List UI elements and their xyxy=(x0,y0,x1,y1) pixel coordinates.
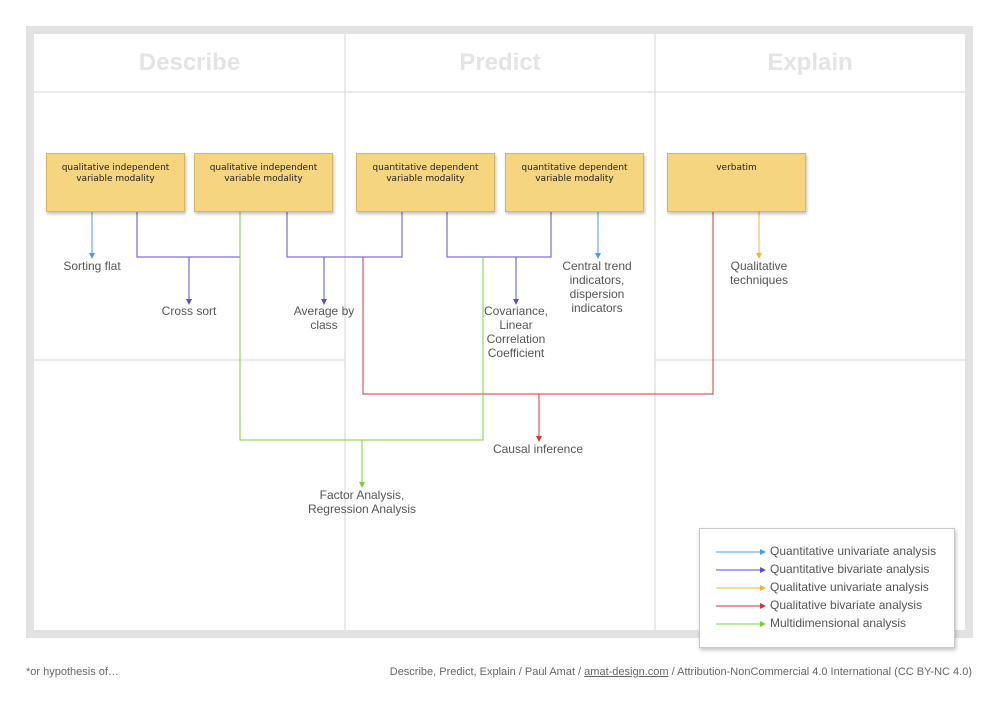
legend-item-multidimensional: Multidimensional analysis xyxy=(716,616,951,632)
note-text: qualitative independent variable modalit… xyxy=(209,163,318,184)
legend-label: Qualitative univariate analysis xyxy=(770,580,929,594)
legend: Quantitative univariate analysis Quantit… xyxy=(699,528,955,648)
footer-credits-prefix: Describe, Predict, Explain / Paul Amat / xyxy=(389,666,585,678)
label-causal-inference: Causal inference xyxy=(492,442,584,456)
note-text: verbatim xyxy=(716,163,757,173)
footer-credits-suffix: / Attribution-NonCommercial 4.0 Internat… xyxy=(668,666,972,678)
label-average-by-class: Average by class xyxy=(293,304,355,332)
note-text: quantitative dependent variable modality xyxy=(521,163,628,184)
label-qualitative-techniques: Qualitative techniques xyxy=(729,259,789,287)
note-text: qualitative independent variable modalit… xyxy=(61,163,170,184)
label-sorting-flat: Sorting flat xyxy=(63,259,121,273)
label-factor-analysis: Factor Analysis, Regression Analysis xyxy=(307,488,417,516)
arrow-causal-inference xyxy=(362,212,714,439)
arrow-factor-analysis xyxy=(239,212,484,485)
note-qualitative-independent-2: qualitative independent variable modalit… xyxy=(194,153,333,212)
footer-note: *or hypothesis of… xyxy=(26,666,119,678)
legend-item-qualitative-bivariate: Qualitative bivariate analysis xyxy=(716,598,951,614)
label-cross-sort: Cross sort xyxy=(161,304,217,318)
legend-arrow-icon xyxy=(716,567,766,573)
label-central-trend: Central trend indicators, dispersion ind… xyxy=(562,259,632,315)
legend-label: Multidimensional analysis xyxy=(770,616,907,630)
label-covariance: Covariance, Linear Correlation Coefficie… xyxy=(483,304,549,360)
legend-arrow-icon xyxy=(716,585,766,591)
column-header-predict: Predict xyxy=(459,49,541,76)
legend-label: Qualitative bivariate analysis xyxy=(770,598,923,612)
arrow-average-by-class xyxy=(286,212,403,302)
legend-arrow-icon xyxy=(716,621,766,627)
note-quantitative-dependent-2: quantitative dependent variable modality xyxy=(505,153,644,212)
footer-link[interactable]: amat-design.com xyxy=(584,666,669,678)
note-verbatim: verbatim xyxy=(667,153,806,212)
legend-item-quantitative-univariate: Quantitative univariate analysis xyxy=(716,544,951,560)
legend-label: Quantitative bivariate analysis xyxy=(770,562,930,576)
note-text: quantitative dependent variable modality xyxy=(372,163,479,184)
legend-label: Quantitative univariate analysis xyxy=(770,544,937,558)
legend-item-quantitative-bivariate: Quantitative bivariate analysis xyxy=(716,562,951,578)
arrow-covariance xyxy=(446,212,552,302)
column-header-describe: Describe xyxy=(138,49,241,76)
note-quantitative-dependent-1: quantitative dependent variable modality xyxy=(356,153,495,212)
note-qualitative-independent-1: qualitative independent variable modalit… xyxy=(46,153,185,212)
legend-arrow-icon xyxy=(716,603,766,609)
column-header-explain: Explain xyxy=(767,49,853,76)
legend-arrow-icon xyxy=(716,549,766,555)
arrow-cross-sort xyxy=(136,212,240,302)
footer-credits: Describe, Predict, Explain / Paul Amat /… xyxy=(390,666,972,678)
legend-item-qualitative-univariate: Qualitative univariate analysis xyxy=(716,580,951,596)
